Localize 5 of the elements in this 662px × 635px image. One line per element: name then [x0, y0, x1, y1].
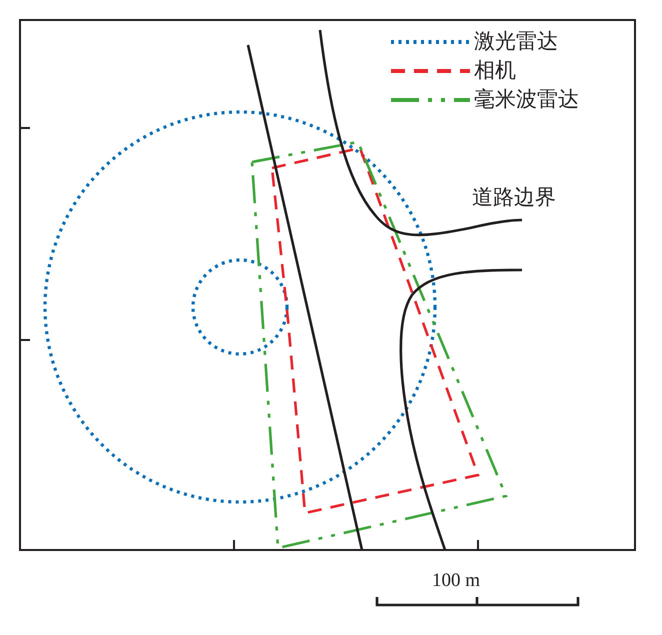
- scale-label: 100 m: [432, 570, 480, 592]
- legend-label: 毫米波雷达: [474, 88, 579, 110]
- legend-label: 激光雷达: [474, 30, 558, 52]
- legend-label: 相机: [474, 59, 516, 81]
- road-boundary-label: 道路边界: [472, 186, 556, 208]
